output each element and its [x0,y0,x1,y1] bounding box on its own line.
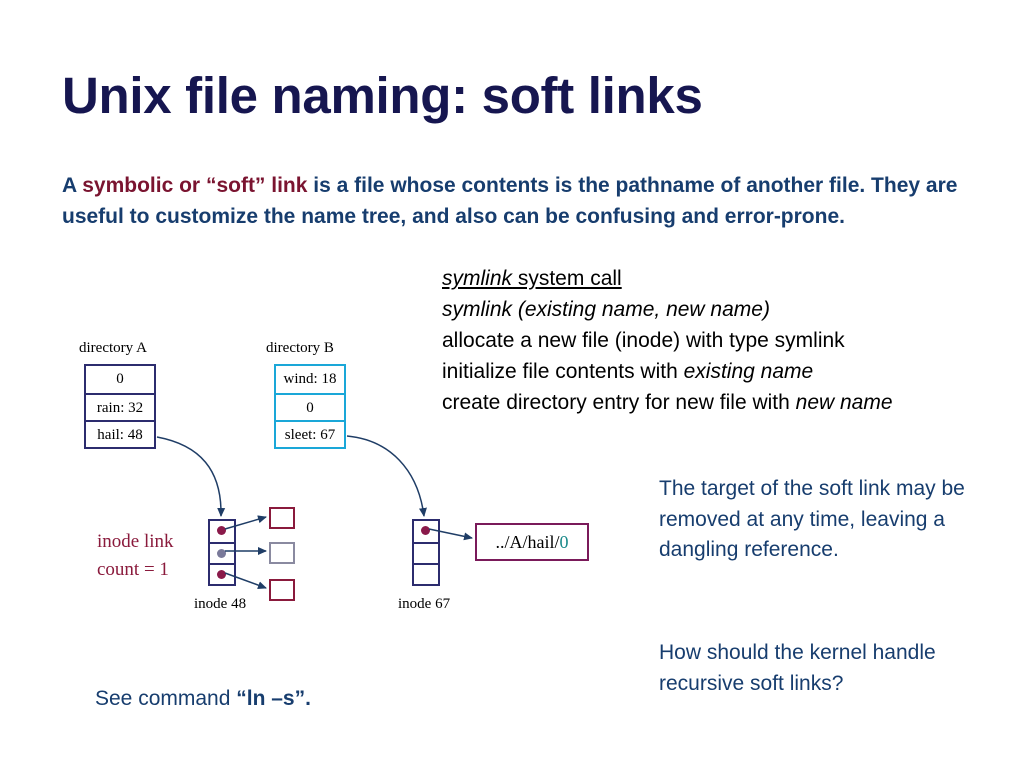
symlink-target-path-box: ../A/hail/0 [475,523,589,561]
target-path: ../A/hail/ [495,532,560,552]
inode-link-count-label: inode link count = 1 [97,528,174,584]
syscall-line-4-prefix: initialize file contents with [442,360,684,383]
inode-67-slot [414,521,438,542]
syscall-name-rest: system call [512,267,622,290]
directory-b-label: directory B [266,340,334,356]
inode-67-label: inode 67 [398,596,451,612]
intro-suffix: is a file whose contents is the pathname… [62,174,958,228]
see-command-prefix: See command [95,687,237,710]
inode-48-slot [210,563,234,584]
syscall-line-3: allocate a new file (inode) with type sy… [442,329,845,352]
inode-count-line-2: count = 1 [97,559,169,580]
syscall-line-5-italic: new name [795,391,893,414]
directory-a-label: directory A [79,340,147,356]
dangling-reference-note: The target of the soft link may be remov… [659,477,965,561]
pointer-dot [421,526,430,535]
intro-highlight: symbolic or “soft” link [82,174,308,197]
data-block [269,507,295,529]
directory-a-box: 0 rain: 32 hail: 48 [84,364,156,449]
intro-prefix: A [62,174,83,197]
intro-paragraph: A symbolic or “soft” link is a file whos… [62,170,962,232]
syscall-line-5-prefix: create directory entry for new file with [442,391,796,414]
inode-48-box [208,519,236,586]
inode-48-slot [210,521,234,542]
inode-48-slot [210,542,234,563]
data-block [269,579,295,601]
see-command-note: See command “ln –s”. [95,687,311,711]
syscall-line-2: symlink (existing name, new name) [442,298,770,321]
directory-b-entry: wind: 18 [283,371,337,387]
syscall-line-4: initialize file contents with existing n… [442,356,893,387]
target-path-suffix: 0 [559,532,569,552]
inode-48-label: inode 48 [194,596,247,612]
slide-title: Unix file naming: soft links [62,67,703,124]
data-block [269,542,295,564]
directory-a-entry: hail: 48 [86,420,154,447]
inode-67-slot [414,563,438,584]
pointer-dot [217,549,226,558]
pointer-dot [217,526,226,535]
symlink-syscall-description: symlink system call symlink (existing na… [442,263,893,418]
syscall-line-1: symlink system call [442,263,893,294]
see-command-name: “ln –s”. [236,687,311,710]
directory-b-entry: 0 [276,393,344,420]
directory-b-box: wind: 18 0 sleet: 67 [274,364,346,449]
hail-to-inode48-arrow [156,436,226,517]
syscall-name: symlink [442,267,513,290]
recursive-links-question: How should the kernel handle recursive s… [659,641,936,695]
inode-count-line-1: inode link [97,531,174,552]
inode-67-box [412,519,440,586]
inode-67-slot [414,542,438,563]
directory-b-entry: sleet: 67 [276,420,344,447]
directory-a-entry: rain: 32 [86,393,154,420]
directory-a-entry: 0 [116,371,124,387]
syscall-line-5: create directory entry for new file with… [442,387,893,418]
sleet-to-inode67-arrow [346,435,427,517]
syscall-line-4-italic: existing name [683,360,814,383]
pointer-dot [217,570,226,579]
